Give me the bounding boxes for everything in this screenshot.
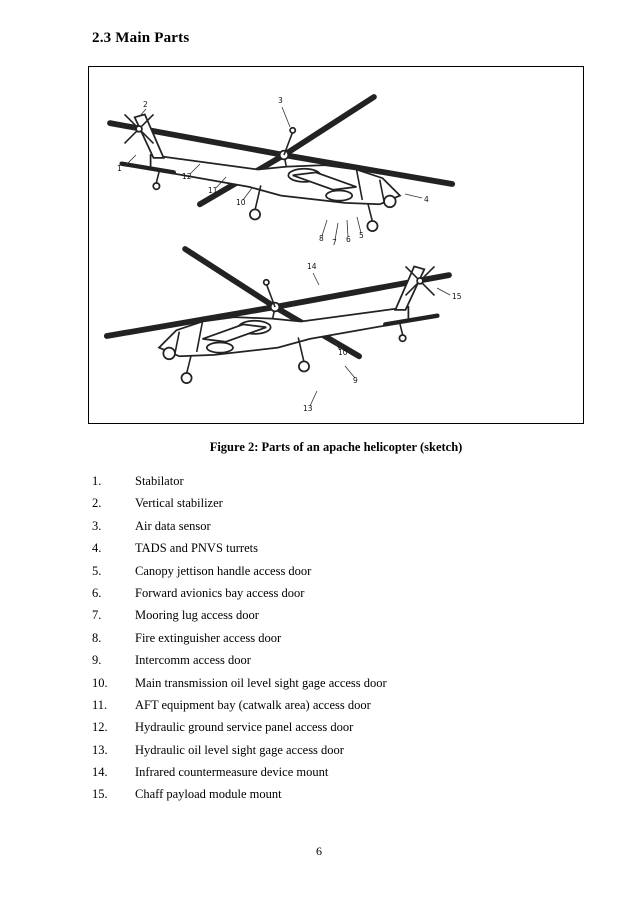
part-number: 14. [92,765,108,780]
part-number: 7. [92,608,102,623]
part-label: Canopy jettison handle access door [135,563,312,578]
figure-frame: 3 1 12 11 10 2 4 8 7 6 5 14 15 10 9 13 [88,66,584,424]
part-row: 13. Hydraulic oil level sight gage access… [92,743,562,765]
callout-label: 7 [332,238,337,247]
part-number: 8. [92,630,102,645]
callout-label: 8 [319,234,324,243]
callout-label: 3 [278,96,283,105]
parts-list: 1. Stabilator 2. Vertical stabilizer 3. Air d… [92,474,562,810]
part-row: 3. Air data sensor [92,519,562,541]
part-label: Air data sensor [135,518,211,533]
part-label: Vertical stabilizer [135,496,223,511]
callout-label: 14 [307,262,317,271]
part-label: Infrared countermeasure device mount [135,765,329,780]
part-number: 5. [92,563,102,578]
part-row: 7. Mooring lug access door [92,608,562,630]
page-number: 6 [316,844,322,858]
part-label: TADS and PNVS turrets [135,541,258,556]
callout-label: 5 [359,231,364,240]
part-number: 3. [92,518,102,533]
part-number: 15. [92,787,108,802]
figure-caption: Figure 2: Parts of an apache helicopter … [209,440,463,454]
part-row: 4. TADS and PNVS turrets [92,541,562,563]
part-label: Hydraulic ground service panel access do… [135,720,354,735]
part-label: Forward avionics bay access door [135,585,305,600]
part-label: Intercomm access door [135,653,251,668]
callout-label: 6 [346,235,351,244]
part-row: 15. Chaff payload module mount [92,787,562,809]
helicopter-sketch: 3 1 12 11 10 2 4 8 7 6 5 14 15 10 9 13 [89,67,462,413]
part-number: 2. [92,496,102,511]
callout-label: 9 [353,376,358,385]
callout-label: 12 [182,172,192,181]
part-number: 6. [92,585,102,600]
part-number: 13. [92,742,108,757]
callout-label: 13 [303,404,313,413]
part-label: Hydraulic oil level sight gage access do… [135,742,344,757]
part-number: 12. [92,720,108,735]
callout-label: 10 [236,198,246,207]
part-row: 11. AFT equipment bay (catwalk area) acce… [92,698,562,720]
helicopter-top-view [110,97,452,231]
part-label: Main transmission oil level sight gage a… [135,675,387,690]
callout-label: 15 [452,292,462,301]
part-row: 12. Hydraulic ground service panel access… [92,720,562,742]
part-row: 6. Forward avionics bay access door [92,586,562,608]
part-number: 1. [92,474,102,488]
callout-label: 10 [338,348,348,357]
section-heading: 2.3 Main Parts [92,30,190,46]
part-label: Chaff payload module mount [135,787,282,802]
part-label: Fire extinguisher access door [135,630,282,645]
part-row: 1. Stabilator [92,474,562,496]
helicopter-bottom-view [107,249,449,383]
part-row: 2. Vertical stabilizer [92,496,562,518]
part-label: AFT equipment bay (catwalk area) access … [135,697,371,712]
part-label: Mooring lug access door [135,608,259,623]
part-row: 9. Intercomm access door [92,653,562,675]
callout-leader-lines [124,106,451,407]
callout-label: 11 [208,186,218,195]
part-number: 11. [92,697,108,712]
part-row: 10. Main transmission oil level sight gag… [92,676,562,698]
part-number: 10. [92,675,108,690]
part-row: 8. Fire extinguisher access door [92,631,562,653]
part-number: 4. [92,541,102,556]
part-number: 9. [92,653,102,668]
callout-label: 1 [117,164,122,173]
callout-label: 2 [143,100,148,109]
part-row: 14. Infrared countermeasure device mount [92,765,562,787]
callout-numbers: 3 1 12 11 10 2 4 8 7 6 5 14 15 10 9 13 [117,96,462,413]
callout-label: 4 [424,195,429,204]
part-label: Stabilator [135,474,184,488]
part-row: 5. Canopy jettison handle access door [92,564,562,586]
